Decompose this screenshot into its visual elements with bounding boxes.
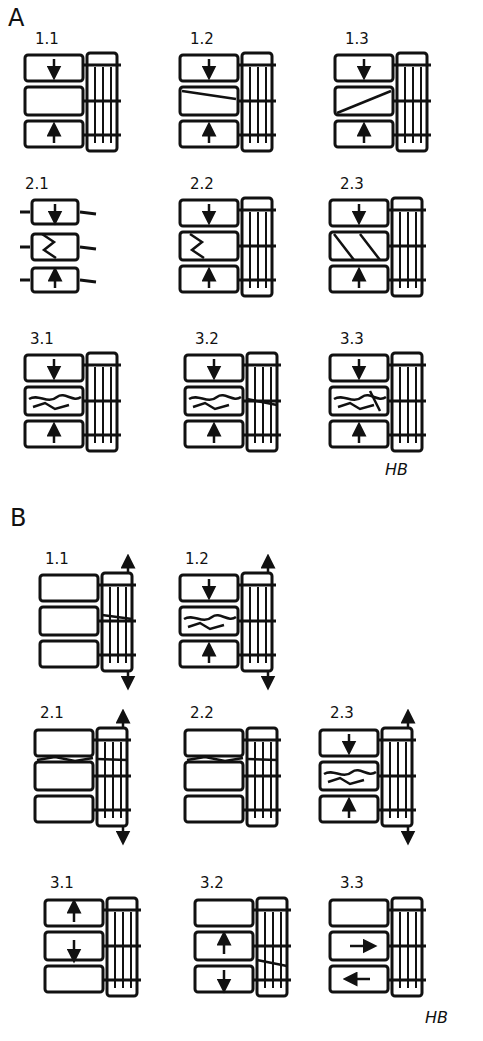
panel-number: 2.3 (340, 177, 364, 192)
signature: HB (425, 1010, 448, 1026)
panel-number: 2.3 (330, 706, 354, 721)
panel-number: 3.1 (30, 332, 54, 347)
panel-number: 1.2 (190, 32, 214, 47)
signature: HB (385, 462, 408, 478)
panel-number: 3.3 (340, 876, 364, 891)
panel-number: 3.2 (195, 332, 219, 347)
section-letter: B (10, 506, 26, 530)
panel-number: 1.3 (345, 32, 369, 47)
panel-number: 2.2 (190, 706, 214, 721)
panel-number: 2.1 (25, 177, 49, 192)
panel-number: 3.3 (340, 332, 364, 347)
panel-number: 3.2 (200, 876, 224, 891)
section-letter: A (8, 6, 24, 30)
panel-number: 1.1 (45, 552, 69, 567)
panel-number: 2.1 (40, 706, 64, 721)
panel-number: 2.2 (190, 177, 214, 192)
panel-number: 1.1 (35, 32, 59, 47)
panel-number: 3.1 (50, 876, 74, 891)
panel-number: 1.2 (185, 552, 209, 567)
